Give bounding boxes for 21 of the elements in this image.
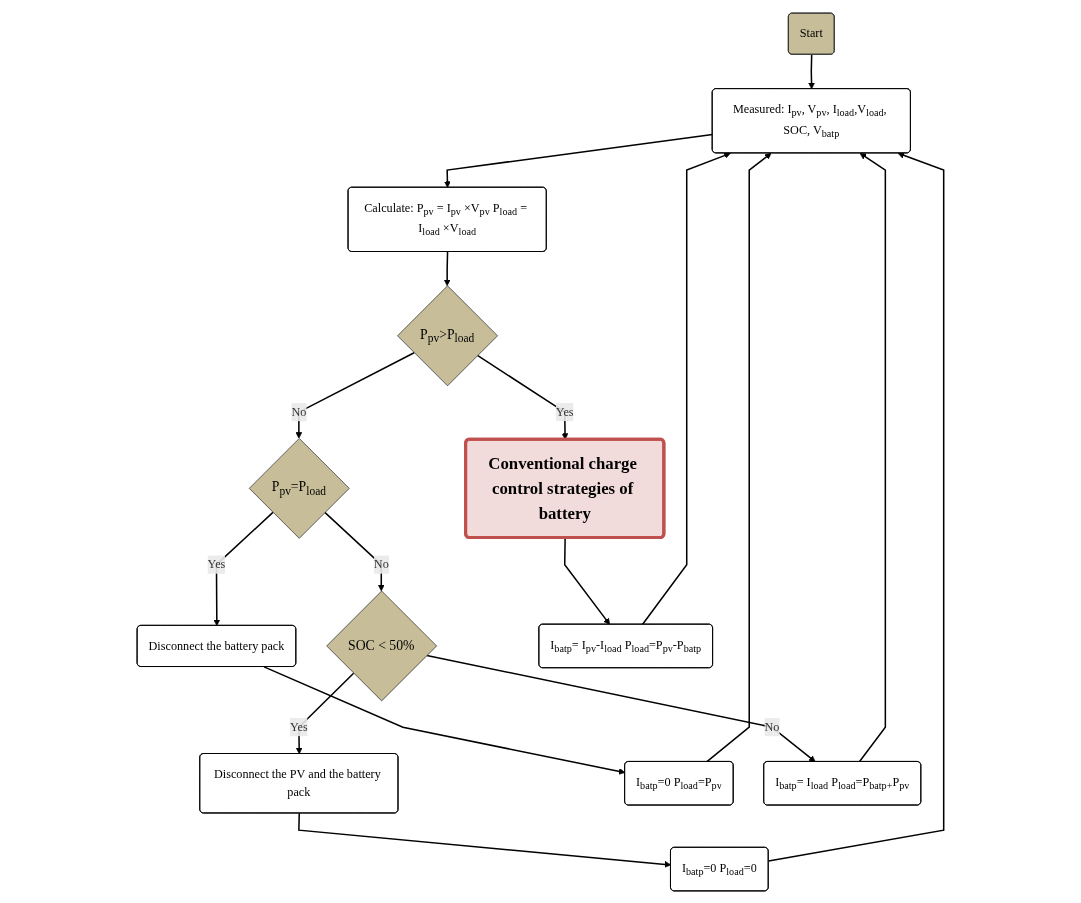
edge-label: No (373, 557, 389, 571)
arrow (641, 151, 731, 625)
arrow (295, 671, 355, 754)
arrow (443, 250, 451, 286)
arrow (444, 133, 714, 188)
arrow (426, 654, 816, 762)
edge-label: No (291, 404, 307, 418)
edge-label: Yes (207, 557, 226, 571)
arrow (213, 511, 274, 626)
node-diamond: SOC < 50% (326, 590, 438, 701)
edge-label: No (764, 719, 780, 733)
arrow (298, 812, 672, 868)
node-diamond: P$_{pv}$>P$_{load}$ (397, 284, 498, 386)
arrow (767, 151, 945, 862)
edge-label: Yes (290, 719, 308, 733)
node-diamond: P$_{pv}$=P$_{load}$ (249, 437, 350, 539)
arrow (263, 665, 626, 775)
arrow (324, 511, 385, 591)
edge-label: Yes (555, 404, 574, 418)
arrow (808, 53, 815, 89)
arrow (295, 351, 415, 439)
